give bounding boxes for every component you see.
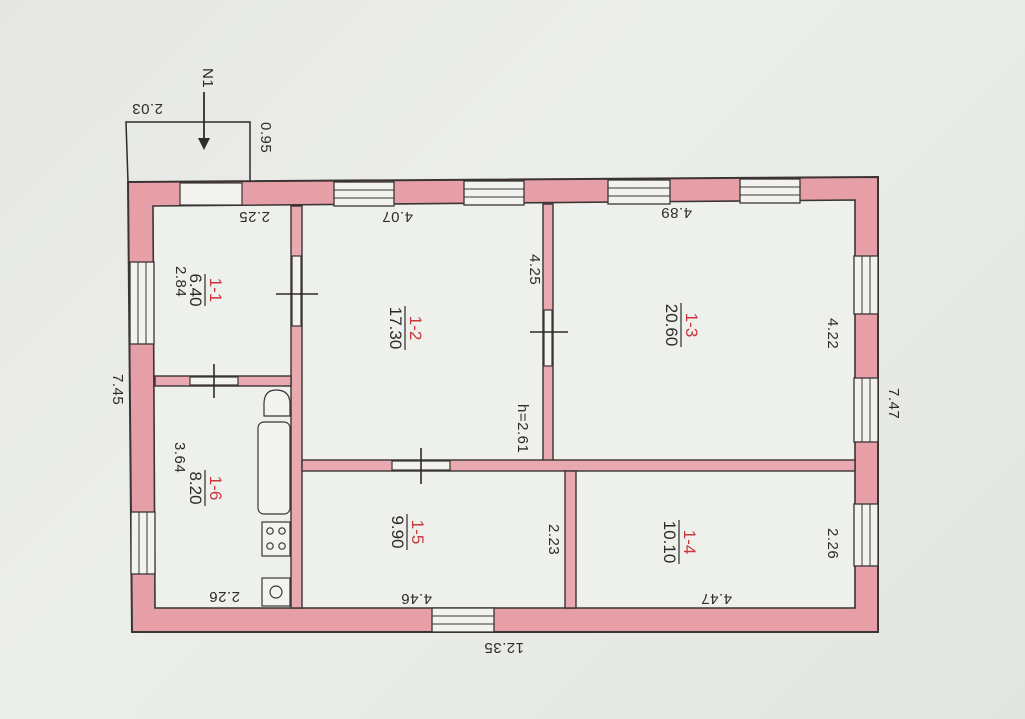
boiler-icon [261,577,291,607]
room-area: 6.40 [186,273,205,306]
windows-top [333,178,801,207]
room-id: 1-3 [682,313,701,338]
dim-r5-depth: 2.23 [545,524,562,555]
window-bottom [431,607,495,633]
windows-left [129,261,156,575]
dim-r3-depth: 4.22 [824,318,841,349]
dim-width-total-left: 7.45 [109,374,126,405]
room-id: 1-4 [680,530,699,555]
dim-width-total-right: 7.47 [885,388,902,419]
dim-r2-depth: 4.25 [526,254,543,285]
dim-r6-width: 2.26 [209,588,240,605]
room-1-4-label: 1-4 10.10 [660,520,699,564]
room-labels: 1-1 6.40 1-2 17.30 1-3 20.60 1-4 10.10 1… [186,273,701,564]
dim-r5-width: 4.46 [401,590,432,607]
dim-r4-width: 4.47 [701,590,732,607]
kitchen-fixtures [257,389,291,607]
dim-r4-depth: 2.26 [824,528,841,559]
room-area: 17.30 [386,307,405,350]
room-id: 1-1 [206,278,225,303]
entry-porch [125,121,251,206]
room-1-6-label: 1-6 8.20 [186,470,225,506]
dim-wall-top-r2: 4.07 [382,208,413,225]
room-area: 10.10 [660,521,679,564]
sink-icon [263,389,291,417]
bathtub-icon [257,421,291,515]
north-label: N1 [199,68,216,88]
windows-right [853,255,879,567]
room-id: 1-6 [206,476,225,501]
dim-r1-depth: 2.84 [172,266,189,297]
room-1-3-label: 1-3 20.60 [662,303,701,347]
dim-r6-depth: 3.64 [171,442,188,473]
outer-walls [126,175,879,633]
dim-length-total: 12.35 [484,639,524,656]
room-1-2-label: 1-2 17.30 [386,306,425,350]
room-id: 1-2 [406,316,425,341]
door-openings [189,255,568,484]
dim-wall-top-r3: 4.89 [661,204,692,221]
room-area: 9.90 [388,515,407,548]
ceiling-height: h=2.61 [514,404,531,453]
room-1-1-label: 1-1 6.40 [186,273,225,306]
dim-entry-width: 2.03 [132,100,163,117]
room-area: 8.20 [186,471,205,504]
room-1-5-label: 1-5 9.90 [388,514,427,550]
dim-entry-inner: 2.25 [239,208,270,225]
north-arrow [198,92,210,150]
room-id: 1-5 [408,520,427,545]
dimension-labels: N1 2.03 0.95 2.25 4.07 4.89 7.45 7.47 12… [109,68,902,656]
stove-icon [261,521,291,557]
room-area: 20.60 [662,304,681,347]
dim-entry-depth: 0.95 [257,122,274,153]
